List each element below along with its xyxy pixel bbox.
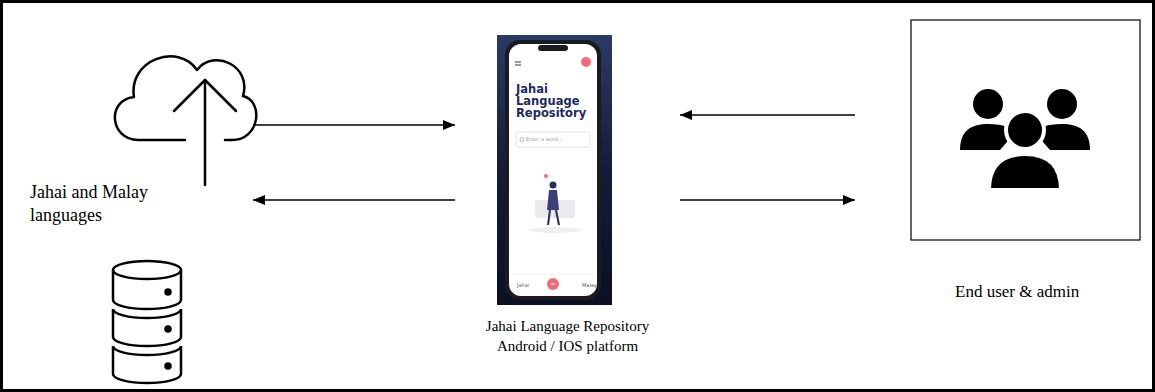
nav-label: Malay bbox=[582, 282, 602, 288]
users-frame bbox=[911, 20, 1140, 240]
caption-label: Jahai Language Repository bbox=[516, 83, 600, 119]
screen-text: Enter a word... bbox=[526, 136, 586, 142]
cloud-upload-icon bbox=[115, 56, 256, 185]
flow-arrow bbox=[253, 124, 455, 126]
caption-label: End user & admin bbox=[955, 282, 1135, 302]
nav-label: Jahai bbox=[517, 282, 537, 288]
flow-arrow bbox=[680, 199, 855, 201]
app-screenshot: Jahai Language RepositoryEnter a word...… bbox=[455, 35, 680, 370]
caption-label: Jahai and Malay languages bbox=[30, 181, 220, 226]
storage-group: Jahai and Malay languages bbox=[28, 20, 253, 240]
user-group: End user & admin bbox=[855, 20, 1140, 305]
database-icon bbox=[113, 261, 181, 383]
flow-arrow bbox=[680, 114, 855, 116]
flow-arrow bbox=[253, 199, 455, 201]
caption-label: Jahai Language Repository Android / IOS … bbox=[470, 317, 665, 356]
phone-screenshot bbox=[497, 35, 612, 305]
users-icon bbox=[960, 89, 1090, 190]
